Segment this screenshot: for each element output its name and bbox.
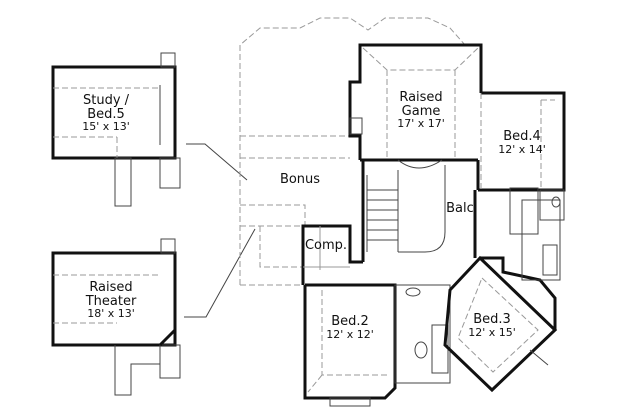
room-label-bed2: Bed.2 12' x 12' [326,315,374,340]
room-dimensions: 18' x 13' [87,307,135,321]
room-name: Raised [399,90,443,105]
room-label-bed4: Bed.4 12' x 14' [498,130,546,155]
room-label-raised-theater: Raised Theater 18' x 13' [86,281,137,320]
room-label-balcony: Balc. [446,202,478,216]
room-label-bonus: Bonus [280,173,320,187]
room-dimensions: 12' x 15' [468,325,516,339]
comp-walls [301,224,363,285]
bed3-walls [443,196,561,393]
raised-theater-walls [51,238,181,396]
raised-game-walls [348,43,483,169]
room-dimensions: 15' x 13' [82,120,130,134]
room-label-bed3: Bed.3 12' x 15' [468,313,516,338]
room-name-line2: Theater [85,293,137,309]
room-name: Study / [82,93,130,108]
bed2-walls [303,283,451,407]
room-name: Bed.3 [473,312,511,327]
room-label-raised-game: Raised Game 17' x 17' [397,91,445,130]
room-dimensions: 17' x 17' [397,117,445,131]
room-dimensions: 12' x 12' [326,327,374,341]
room-name: Bed.2 [331,314,369,329]
room-name: Bed.4 [503,129,541,144]
room-name: Comp. [304,238,348,253]
room-name-line2: Bed.5 [87,106,125,122]
room-dimensions: 12' x 14' [498,142,546,156]
bonus-outline [239,17,466,286]
room-name: Raised [89,280,133,295]
room-name-line2: Game [401,103,441,119]
room-label-study-bed5: Study / Bed.5 15' x 13' [82,94,130,133]
room-label-comp: Comp. [305,239,347,253]
room-name: Bonus [279,172,321,187]
stair-balcony [361,160,477,262]
bed4-walls [476,91,566,235]
study-bed5-walls [51,52,181,207]
room-name: Balc. [446,201,478,216]
